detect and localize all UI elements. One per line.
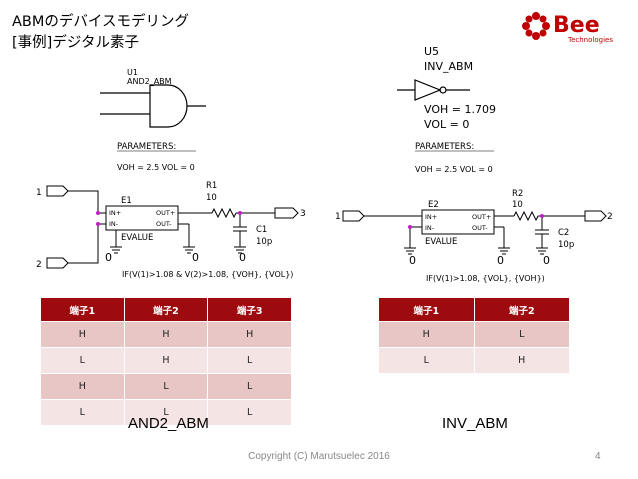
caption-and: AND2_ABM <box>128 415 209 432</box>
right-port-2-label: 2 <box>607 212 613 222</box>
left-c-ref: C1 <box>256 225 267 235</box>
table-row: L H L <box>40 347 292 374</box>
right-port-2 <box>584 210 607 222</box>
table-header: 端子1 <box>378 297 475 322</box>
table-row: L H <box>378 347 570 374</box>
right-expression: IF(V(1)>1.08, {VOL}, {VOH}) <box>426 274 545 283</box>
inverter-vol: VOL = 0 <box>424 118 469 131</box>
left-expression: IF(V(1)>1.08 & V(2)>1.08, {VOH}, {VOL}) <box>122 270 293 279</box>
right-node-dot <box>408 225 412 229</box>
title-line-2: [事例]デジタル素子 <box>12 35 140 51</box>
left-c-val: 10p <box>256 237 272 247</box>
right-port-1-label: 1 <box>335 212 341 222</box>
left-node-dot <box>96 211 100 215</box>
and-truth-table: 端子1 端子2 端子3 H H H L H L H L L L L L <box>40 297 292 426</box>
left-parameters-value: VOH = 2.5 VOL = 0 <box>117 163 195 172</box>
table-cell: L <box>40 399 125 426</box>
table-cell: L <box>123 373 209 400</box>
left-parameters-label: PARAMETERS: <box>117 142 176 152</box>
right-c-ref: C2 <box>558 228 569 238</box>
right-e-outminus: OUT- <box>472 224 488 232</box>
table-row: H H H <box>40 321 292 348</box>
left-e-model: EVALUE <box>121 233 153 243</box>
right-gnd-2: 0 <box>497 254 504 267</box>
table-cell: H <box>473 347 570 374</box>
inverter-ref: U5 <box>424 45 439 58</box>
table-cell: H <box>207 321 292 348</box>
left-port-3-label: 3 <box>300 209 306 219</box>
left-gnd-2: 0 <box>192 251 199 264</box>
left-port-2-label: 2 <box>36 260 42 270</box>
slide-title: ABMのデバイスモデリング [事例]デジタル素子 <box>12 12 189 54</box>
table-header: 端子1 <box>40 297 125 322</box>
table-row: H L <box>378 321 570 348</box>
right-e-inminus: IN- <box>425 224 435 232</box>
table-cell: L <box>378 347 475 374</box>
table-cell: L <box>40 347 125 374</box>
right-gnd-1: 0 <box>409 254 416 267</box>
table-header: 端子2 <box>123 297 209 322</box>
left-port-1 <box>46 185 69 197</box>
left-e-outplus: OUT+ <box>156 209 175 217</box>
left-gnd-3: 0 <box>239 251 246 264</box>
left-e-inminus: IN- <box>109 220 119 228</box>
caption-inv: INV_ABM <box>442 415 508 432</box>
left-node-dot <box>238 211 242 215</box>
inverter-symbol <box>397 79 470 101</box>
left-r-val: 10 <box>206 193 217 203</box>
table-row: H L L <box>40 373 292 400</box>
inverter-name: INV_ABM <box>424 60 473 73</box>
table-row: L L L <box>40 399 292 426</box>
right-e-outplus: OUT+ <box>472 213 491 221</box>
right-parameters-label: PARAMETERS: <box>415 142 474 152</box>
right-c-val: 10p <box>558 240 574 250</box>
table-header: 端子2 <box>473 297 570 322</box>
right-node-dot <box>540 214 544 218</box>
title-line-1: ABMのデバイスモデリング <box>12 14 189 30</box>
right-r-val: 10 <box>512 200 523 210</box>
left-e-inplus: IN+ <box>109 209 121 217</box>
left-r-ref: R1 <box>206 181 217 191</box>
table-cell: L <box>207 373 292 400</box>
table-cell: H <box>40 321 125 348</box>
left-port-3 <box>274 207 299 219</box>
right-parameters-value: VOH = 2.5 VOL = 0 <box>415 165 493 174</box>
table-cell: H <box>378 321 475 348</box>
page-number: 4 <box>595 451 601 462</box>
right-e-ref: E2 <box>428 200 439 210</box>
table-cell: H <box>123 321 209 348</box>
table-header: 端子3 <box>207 297 292 322</box>
logo-brand: Bee <box>553 13 600 38</box>
left-port-1-label: 1 <box>36 188 42 198</box>
right-e-model: EVALUE <box>425 237 457 247</box>
and-gate-symbol <box>100 84 206 128</box>
and-gate-name: AND2_ABM <box>127 77 172 86</box>
and-gate-ref: U1 <box>127 68 138 77</box>
right-port-1 <box>342 210 365 222</box>
left-gnd-1: 0 <box>105 251 112 264</box>
inverter-voh: VOH = 1.709 <box>424 103 496 116</box>
bee-technologies-logo: Bee Technologies <box>522 12 613 44</box>
left-e-outminus: OUT- <box>156 220 172 228</box>
logo-sub: Technologies <box>567 36 613 44</box>
left-port-2 <box>46 257 69 269</box>
left-wires <box>46 185 299 269</box>
table-cell: H <box>123 347 209 374</box>
left-e-ref: E1 <box>121 196 132 206</box>
copyright-footer: Copyright (C) Marutsuelec 2016 <box>248 451 390 462</box>
right-gnd-3: 0 <box>543 254 550 267</box>
table-cell: L <box>473 321 570 348</box>
table-cell: L <box>207 347 292 374</box>
inv-truth-table: 端子1 端子2 H L L H <box>378 297 570 374</box>
right-wires <box>342 209 607 255</box>
table-cell: H <box>40 373 125 400</box>
left-node-dot <box>96 222 100 226</box>
table-cell: L <box>123 399 209 426</box>
right-e-inplus: IN+ <box>425 213 437 221</box>
table-cell: L <box>207 399 292 426</box>
flower-icon <box>522 12 550 40</box>
right-r-ref: R2 <box>512 189 523 199</box>
